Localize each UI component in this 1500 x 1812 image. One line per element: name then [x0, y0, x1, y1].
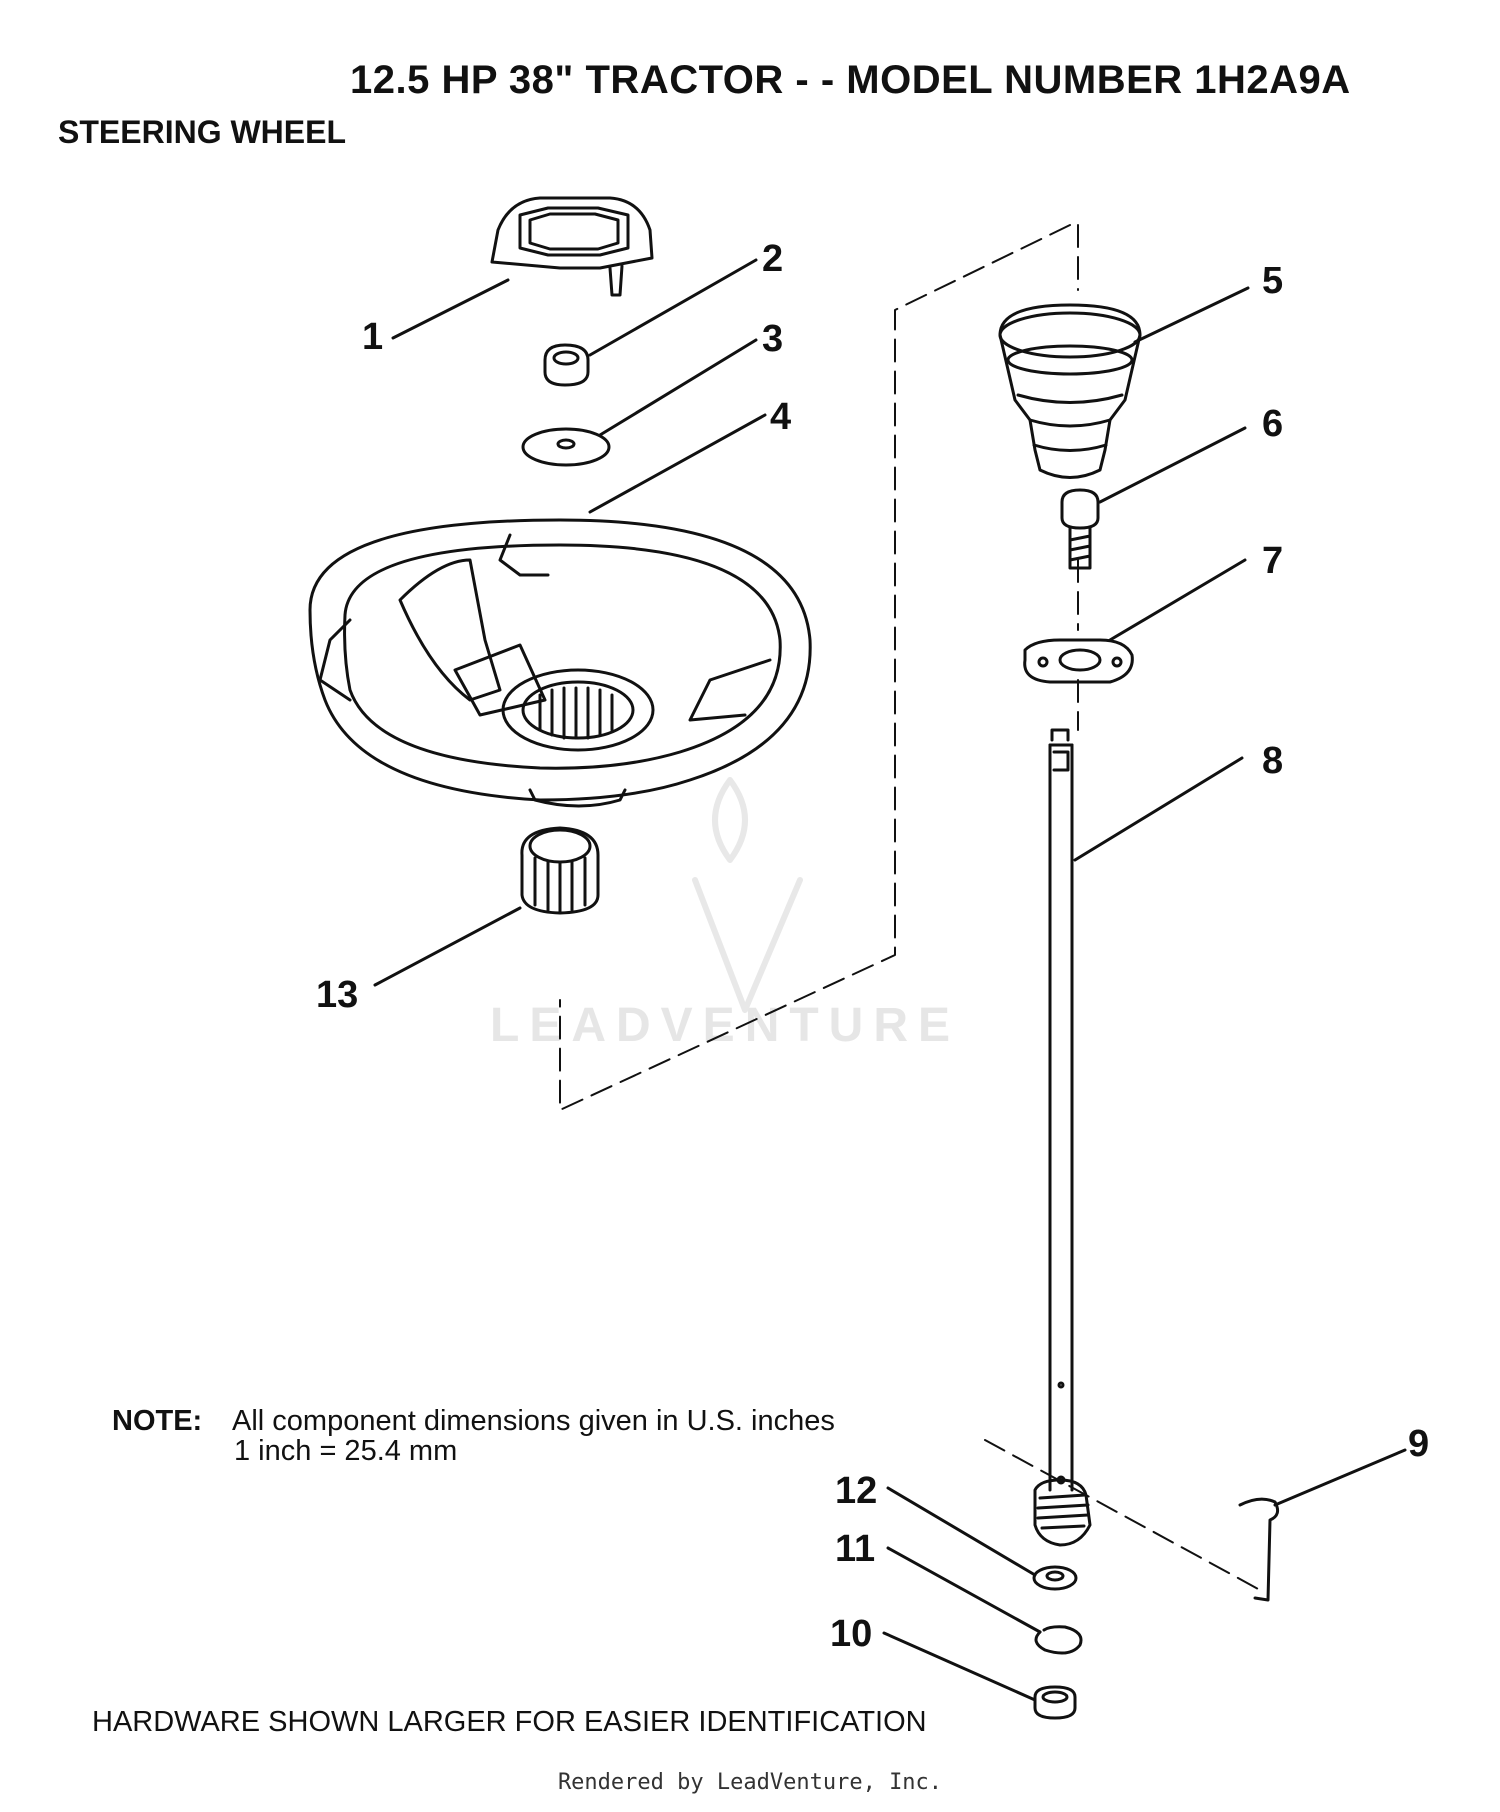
part-7-flange	[1023, 638, 1134, 684]
part-5-boot	[998, 303, 1142, 479]
callout-9: 9	[1408, 1423, 1430, 1465]
callout-1: 1	[362, 316, 384, 358]
hardware-note: HARDWARE SHOWN LARGER FOR EASIER IDENTIF…	[92, 1706, 927, 1738]
callout-2: 2	[762, 238, 784, 280]
pinion-gear	[1033, 1478, 1092, 1547]
callout-4: 4	[770, 396, 792, 438]
section-title: STEERING WHEEL	[58, 114, 347, 150]
part-13-adapter	[520, 826, 600, 915]
part-9-bracket	[1238, 1497, 1280, 1602]
watermark-text: LEADVENTURE	[490, 999, 961, 1052]
part-4-steering-wheel	[308, 518, 812, 808]
callout-10: 10	[830, 1613, 873, 1655]
part-2-nut	[543, 343, 590, 387]
page-title: 12.5 HP 38" TRACTOR - - MODEL NUMBER 1H2…	[350, 58, 1351, 102]
leader-lines	[373, 258, 1407, 1702]
callout-3: 3	[762, 318, 784, 360]
callout-5: 5	[1262, 260, 1284, 302]
dimension-note: NOTE: All component dimensions given in U…	[112, 1406, 835, 1466]
part-3-washer	[521, 427, 611, 467]
part-11-ring	[1034, 1625, 1083, 1655]
part-1-cap	[490, 196, 654, 297]
part-8-shaft	[1048, 728, 1074, 1492]
callout-11: 11	[835, 1528, 876, 1570]
part-12-washer	[1032, 1565, 1078, 1591]
callout-13: 13	[316, 974, 359, 1016]
note-line-2: 1 inch = 25.4 mm	[234, 1435, 458, 1467]
callout-12: 12	[835, 1470, 878, 1512]
callout-8: 8	[1262, 740, 1284, 782]
note-label: NOTE:	[112, 1405, 203, 1437]
part-6-bolt	[1060, 488, 1100, 570]
part-10-bushing	[1033, 1685, 1077, 1720]
assembly-dashed-lines	[559, 224, 1261, 1591]
callout-6: 6	[1262, 403, 1284, 445]
callout-7: 7	[1262, 540, 1284, 582]
footer-credit: Rendered by LeadVenture, Inc.	[557, 1770, 943, 1795]
watermark-logo	[692, 777, 803, 1013]
note-line-1: All component dimensions given in U.S. i…	[232, 1405, 835, 1437]
